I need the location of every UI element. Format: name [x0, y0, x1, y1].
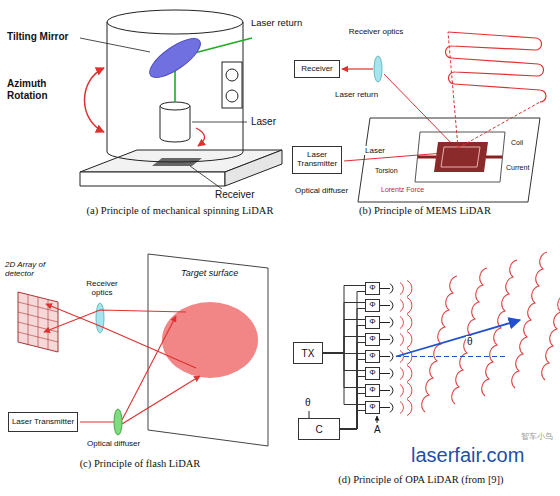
box-text: Receiver [301, 65, 333, 74]
mems-lidar-illustration [342, 32, 546, 202]
part-label: Lorentz Force [380, 186, 425, 194]
connector-line [340, 360, 365, 430]
phase-shifter-box: Φ [365, 316, 380, 329]
box-text: C [315, 424, 322, 435]
phase-shifter-box: Φ [365, 401, 380, 414]
detector-array [18, 292, 58, 352]
angle-label: θ [466, 336, 474, 348]
part-label: Receiver optics [346, 27, 406, 36]
beam-direction [396, 320, 520, 357]
part-label: Optical diffuser [294, 186, 349, 195]
part-label: Receiver [214, 189, 255, 201]
optical-diffuser [114, 409, 122, 435]
connector-line [340, 326, 365, 430]
part-label: Coil [510, 139, 524, 147]
part-label: Laser [364, 146, 386, 155]
subfigure-caption: (c) Principle of flash LiDAR [0, 458, 280, 470]
phase-shifter-box: Φ [365, 299, 380, 312]
box-text: Φ [369, 369, 375, 378]
box-text: Φ [369, 335, 375, 344]
opa-lidar-illustration [309, 244, 560, 423]
part-label: 2D Array of detector [4, 260, 76, 278]
phase-shifter-box: Φ [365, 367, 380, 380]
scan-pattern [445, 32, 546, 102]
tilting-mirror [144, 32, 206, 84]
phase-shifter-box: Φ [365, 282, 380, 295]
part-label: Current [505, 164, 530, 172]
box-text: Φ [369, 301, 375, 310]
watermark: 智车小鸟 [520, 432, 554, 441]
target-surface [148, 254, 268, 446]
box-text: Φ [369, 386, 375, 395]
receiver-box: Receiver [294, 60, 340, 78]
part-label: Laser return [334, 90, 379, 99]
connector-line [323, 337, 365, 354]
transmitter-box: Laser Transmitter [292, 146, 342, 174]
connector-line [340, 343, 365, 430]
connector-line [340, 394, 365, 430]
part-label: Azimuth Rotation [6, 78, 62, 101]
connector-line [340, 309, 365, 430]
spinning-lidar-illustration [80, 10, 282, 189]
box-text: Φ [369, 403, 375, 412]
connector-line [323, 353, 365, 405]
part-label: Receiver optics [76, 279, 128, 297]
part-label: Optical diffuser [86, 439, 141, 448]
control-box: C [298, 418, 340, 440]
phase-shifter-box: Φ [365, 350, 380, 363]
connector-line [323, 320, 365, 354]
box-text: Φ [369, 284, 375, 293]
subfigure-caption: (d) Principle of OPA LiDAR (from [9]) [286, 474, 556, 486]
box-text: Laser Transmitter [295, 151, 339, 169]
connector-line [340, 292, 365, 430]
connector-line [340, 377, 365, 430]
connector-line [340, 411, 365, 430]
signal-label: θ [304, 397, 312, 409]
mems-mirror [434, 142, 488, 172]
watermark: laserfair.com [410, 444, 525, 467]
illuminated-spot [162, 302, 258, 378]
receiver-lens [374, 56, 382, 82]
part-label: Torsion [374, 167, 399, 175]
signal-label: A [373, 424, 382, 436]
part-label: Laser return [250, 18, 303, 29]
connector-line [323, 303, 365, 354]
box-text: TX [302, 348, 315, 359]
phase-shifter-box: Φ [365, 384, 380, 397]
tx-box: TX [293, 342, 323, 364]
part-label: Laser [250, 116, 277, 128]
box-text: Φ [369, 352, 375, 361]
phase-shifter-box: Φ [365, 333, 380, 346]
transmitter-box: Laser Transmitter [8, 412, 78, 432]
receiver-lens [96, 303, 104, 333]
part-label: Tilting Mirror [6, 31, 69, 43]
subfigure-caption: (b) Principle of MEMS LiDAR [300, 205, 550, 217]
box-text: Φ [369, 318, 375, 327]
part-label: Target surface [180, 268, 239, 278]
antenna-array [380, 284, 393, 413]
box-text: Laser Transmitter [12, 418, 74, 427]
subfigure-caption: (a) Principle of mechanical spinning LiD… [60, 205, 300, 217]
